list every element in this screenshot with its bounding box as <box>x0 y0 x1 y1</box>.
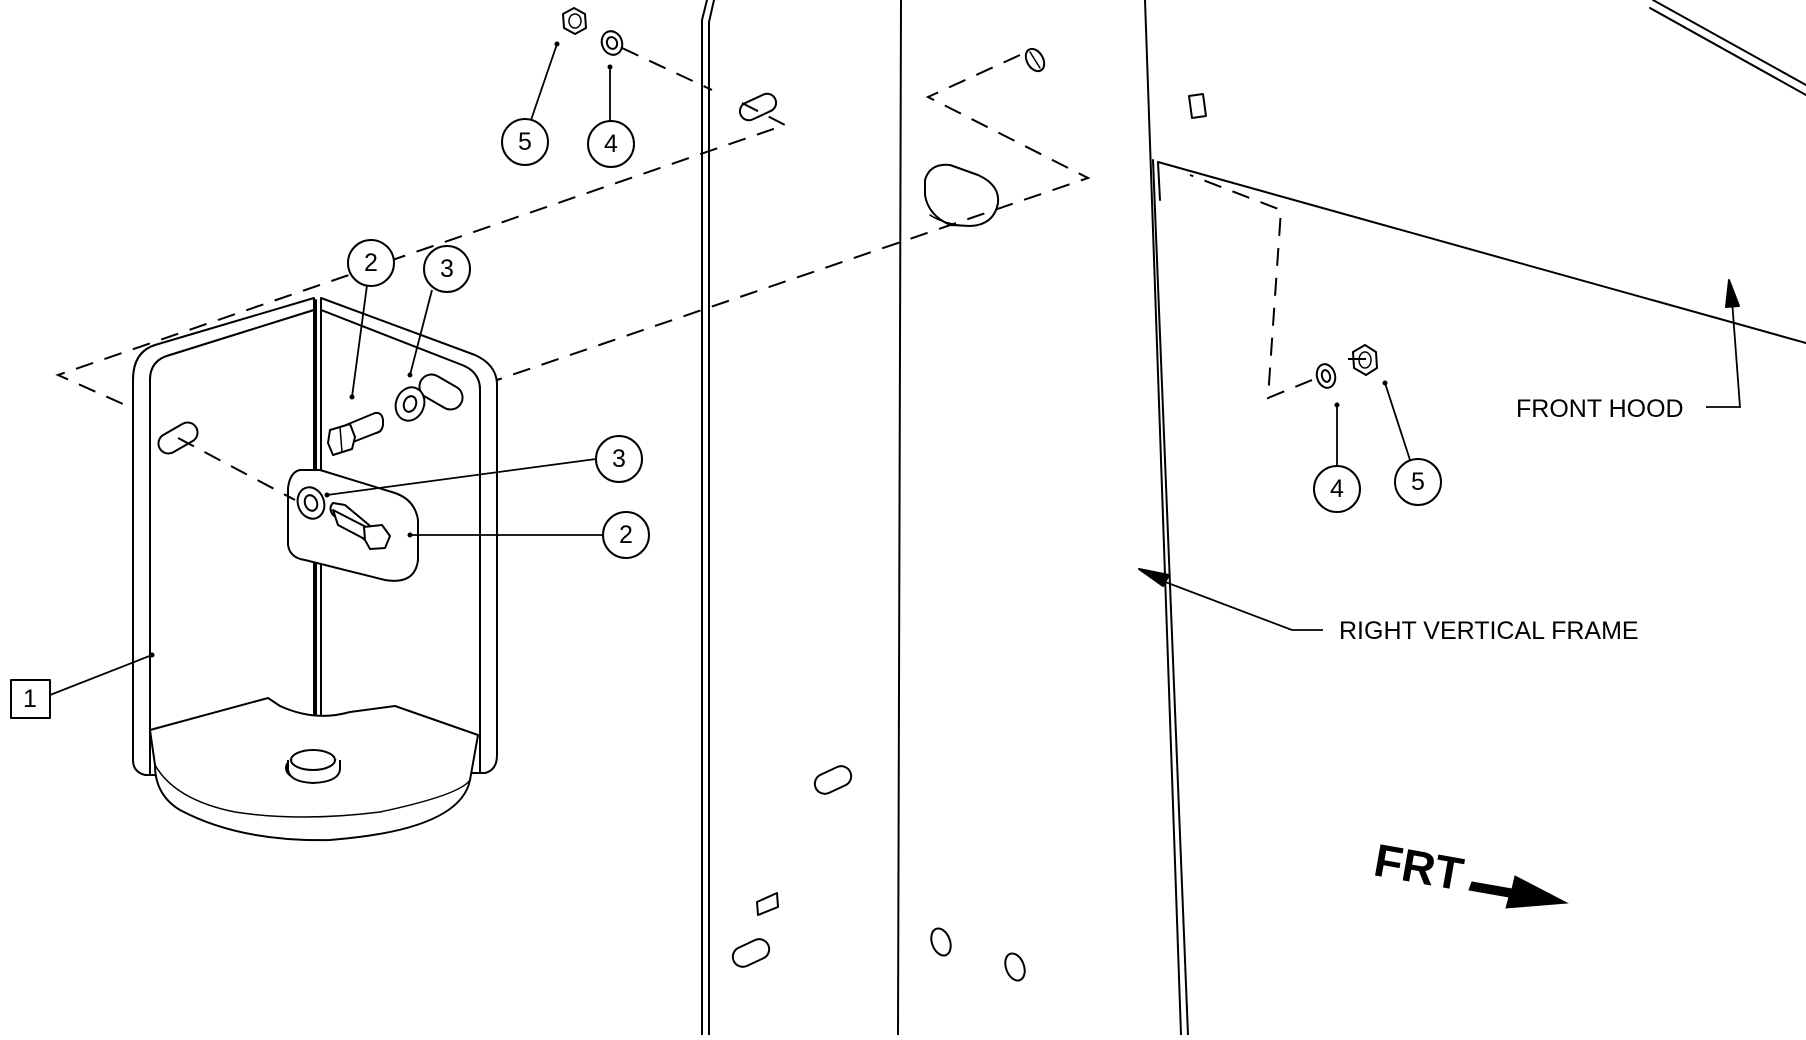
balloon-2-lower: 2 <box>602 511 650 559</box>
bracket-slot-right <box>418 373 464 411</box>
item-box-1-label: 1 <box>23 685 37 713</box>
lockwasher-right <box>1315 363 1337 389</box>
mounting-bracket <box>132 297 498 842</box>
front-direction-indicator: FRT <box>1370 834 1569 909</box>
frame-slot-mid <box>813 765 853 795</box>
front-hood <box>1157 0 1806 344</box>
frt-label: FRT <box>1370 834 1467 901</box>
frame-round-hole-bottom-b <box>1004 952 1026 982</box>
balloon-3-lower: 3 <box>595 435 643 483</box>
item-box-1: 1 <box>10 679 51 719</box>
balloon-5-top: 5 <box>501 118 549 166</box>
balloon-4-top-label: 4 <box>604 130 618 158</box>
nut-top <box>562 7 587 35</box>
frame-slot-top <box>738 92 778 122</box>
leader-lines <box>49 41 1741 696</box>
bolt-upper <box>327 411 384 456</box>
balloon-4-right: 4 <box>1313 465 1361 513</box>
washer-lower <box>296 486 326 520</box>
balloon-5-right-label: 5 <box>1411 468 1425 496</box>
balloon-2-upper-label: 2 <box>364 249 378 277</box>
balloon-3-lower-label: 3 <box>612 445 626 473</box>
frame-large-oval-hole <box>924 163 1000 227</box>
lockwasher-top <box>600 30 624 56</box>
bolt-lower <box>329 502 391 550</box>
frame-slot-bottom <box>731 938 771 968</box>
balloon-3-upper-label: 3 <box>440 255 454 283</box>
frame-small-round-hole-top <box>1024 47 1046 73</box>
balloon-3-upper: 3 <box>423 245 471 293</box>
washer-upper <box>394 386 426 422</box>
alignment-dashed-lines <box>55 47 1370 501</box>
balloon-5-top-label: 5 <box>518 128 532 156</box>
right-vertical-frame-label: RIGHT VERTICAL FRAME <box>1339 617 1639 645</box>
front-arrow-icon <box>1468 875 1569 909</box>
balloon-4-right-label: 4 <box>1330 475 1344 503</box>
frame-round-hole-bottom-a <box>930 927 952 957</box>
balloon-2-lower-label: 2 <box>619 521 633 549</box>
frame-square-hole-low <box>756 892 779 916</box>
balloon-4-top: 4 <box>587 120 635 168</box>
bracket-foot-boss <box>285 749 341 784</box>
right-vertical-frame <box>701 0 1189 1036</box>
balloon-2-upper: 2 <box>347 239 395 287</box>
balloon-5-right: 5 <box>1394 458 1442 506</box>
front-hood-label: FRONT HOOD <box>1516 395 1684 423</box>
